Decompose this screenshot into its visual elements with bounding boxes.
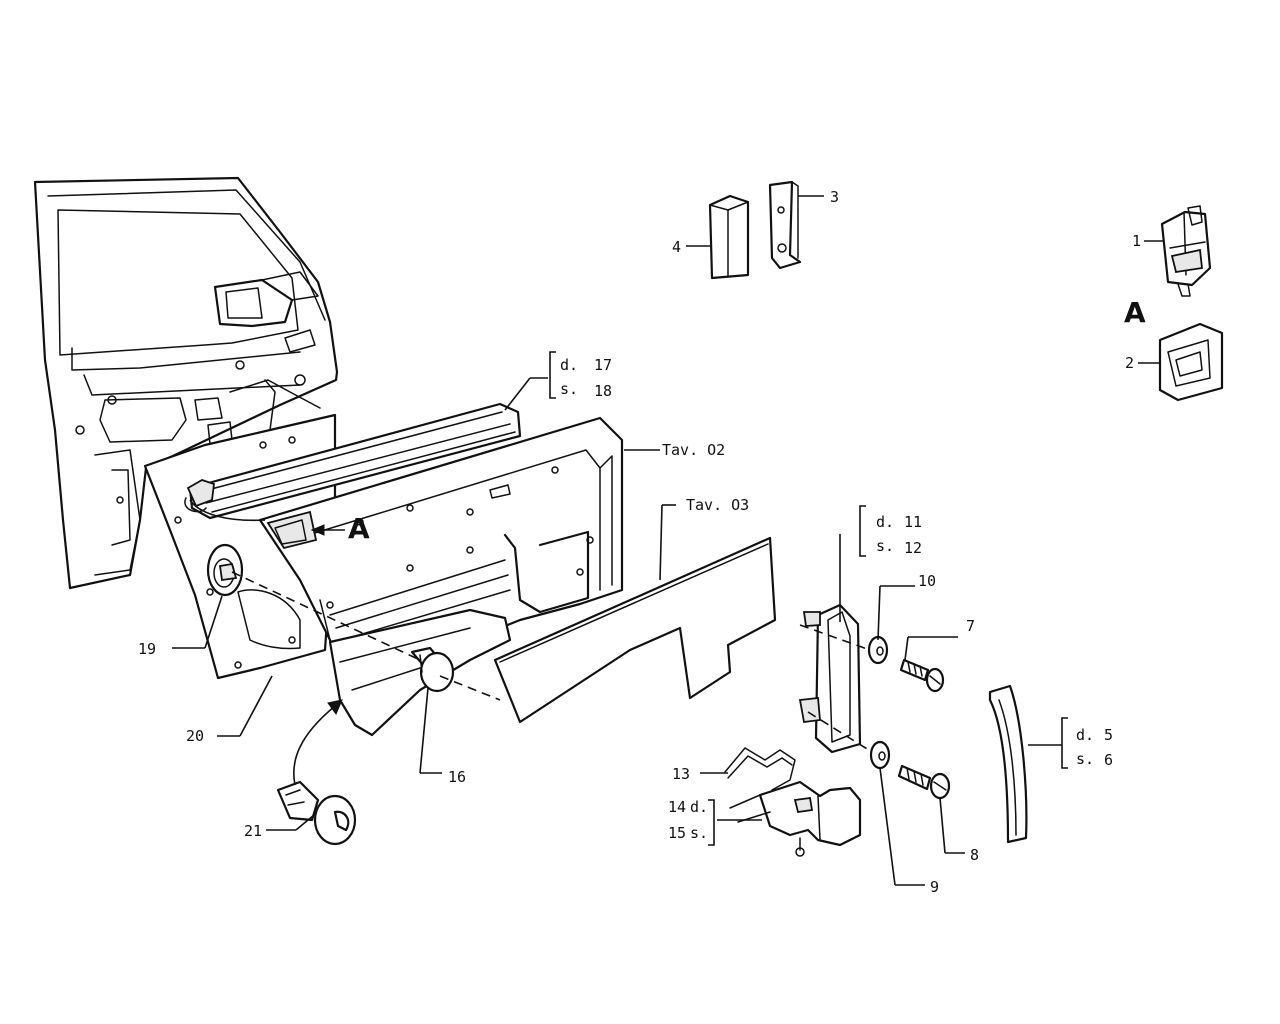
label-8: 8 — [970, 846, 979, 864]
part-8-screw — [897, 764, 951, 800]
label-d-17: d. — [560, 356, 578, 374]
part-14-15-latch — [729, 780, 862, 857]
door-mirror — [213, 271, 319, 353]
leader-lines — [172, 195, 1163, 886]
part-3-bracket — [768, 180, 802, 270]
part-5-6-trim-strip — [988, 684, 1028, 844]
label-12: 12 — [904, 539, 922, 557]
label-16: 16 — [448, 768, 466, 786]
part-17-18-window-seal — [184, 402, 522, 520]
label-1: 1 — [1132, 232, 1141, 250]
part-2-handle-bezel — [1158, 322, 1224, 402]
clip-arrow — [293, 699, 343, 786]
part-7-screw — [899, 658, 945, 693]
label-s-18: s. — [560, 380, 578, 398]
assembly-lines — [189, 499, 873, 753]
part-9-washer — [869, 740, 891, 770]
label-20: 20 — [186, 727, 204, 745]
label-15: 15 — [668, 824, 686, 842]
label-detail-a-right: A — [1124, 296, 1146, 329]
part-10-washer — [867, 635, 889, 665]
part-16-push-clip — [410, 646, 455, 693]
label-6: 6 — [1104, 751, 1113, 769]
label-d-14: d. — [690, 798, 708, 816]
part-13-spring — [724, 747, 796, 791]
label-9: 9 — [930, 878, 939, 896]
label-tav-02: Tav. O2 — [662, 441, 725, 459]
part-21-clip — [276, 780, 357, 846]
label-d-11: d. — [876, 513, 894, 531]
label-d-5: d. — [1076, 726, 1094, 744]
part-4-cover — [708, 194, 750, 280]
label-5: 5 — [1104, 726, 1113, 744]
label-tav-03: Tav. O3 — [686, 496, 749, 514]
label-4: 4 — [672, 238, 681, 256]
brackets — [549, 351, 1068, 846]
label-10: 10 — [918, 572, 936, 590]
label-s-12: s. — [876, 537, 894, 555]
label-s-6: s. — [1076, 750, 1094, 768]
label-3: 3 — [830, 188, 839, 206]
door-trim-panel — [258, 416, 624, 707]
label-11: 11 — [904, 513, 922, 531]
label-13: 13 — [672, 765, 690, 783]
label-7: 7 — [966, 617, 975, 635]
label-21: 21 — [244, 822, 262, 840]
label-14: 14 — [668, 798, 686, 816]
label-detail-a-panel: A — [348, 512, 370, 545]
part-11-12-armrest — [798, 603, 862, 754]
part-labels: 1 A 2 3 4 d. 17 s. 18 Tav. O2 Tav. O3 A … — [138, 188, 1146, 896]
part-1-handle-insert — [1160, 205, 1212, 297]
lower-carpet-panel — [493, 536, 777, 724]
part-19-speaker-grille — [206, 543, 244, 597]
label-2: 2 — [1125, 354, 1134, 372]
label-s-15: s. — [690, 824, 708, 842]
label-18: 18 — [594, 382, 612, 400]
label-17: 17 — [594, 356, 612, 374]
detail-a-pointer — [310, 524, 345, 536]
label-19: 19 — [138, 640, 156, 658]
